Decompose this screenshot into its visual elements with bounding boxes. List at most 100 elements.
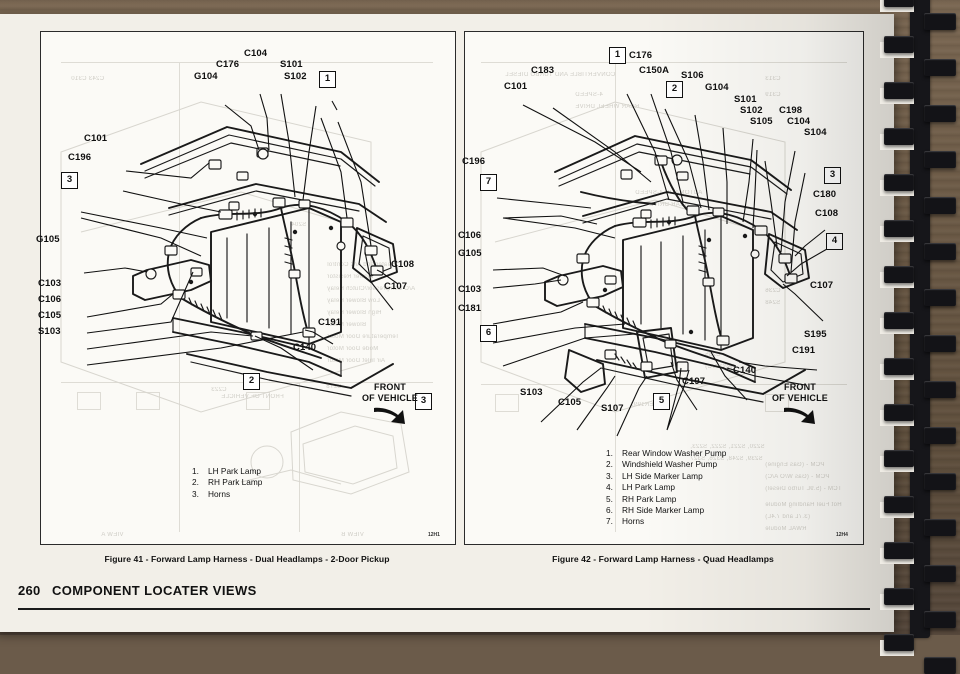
legend-item-number: 5. bbox=[606, 493, 613, 504]
callout-label-c104: C104 bbox=[244, 48, 268, 59]
figure-42-panel: CONVERTIBLE AND TURBO DIESEL 4-SPEED REA… bbox=[464, 31, 864, 545]
binding-tooth bbox=[924, 151, 956, 168]
legend-item: 5. RH Park Lamp bbox=[606, 494, 726, 505]
callout-label-c101: C101 bbox=[504, 81, 528, 92]
figure-42-line-art bbox=[480, 101, 810, 413]
callout-label-c181: C181 bbox=[458, 303, 482, 314]
binding-tooth bbox=[884, 174, 914, 191]
legend-item: 2. RH Park Lamp bbox=[192, 477, 262, 488]
legend-item: 1. LH Park Lamp bbox=[192, 466, 262, 477]
box-number-7: 7 bbox=[480, 174, 497, 191]
binding-tooth bbox=[884, 450, 914, 467]
callout-label-g104: G104 bbox=[705, 82, 729, 93]
figure-41-front-arrow-icon bbox=[374, 407, 405, 424]
figure-41-front-of-vehicle: FRONT OF VEHICLE bbox=[352, 382, 428, 403]
callout-label-c176: C176 bbox=[629, 50, 653, 61]
binding-tooth bbox=[924, 611, 956, 628]
binding-tooth bbox=[924, 335, 956, 352]
figure-42-front-arrow-icon bbox=[784, 407, 815, 424]
legend-item-number: 4. bbox=[606, 482, 613, 493]
legend-item-label: Horns bbox=[208, 488, 231, 499]
legend-item-label: Rear Window Washer Pump bbox=[622, 448, 727, 458]
binding-tooth bbox=[924, 381, 956, 398]
binding-tooth bbox=[884, 220, 914, 237]
legend-item-label: RH Park Lamp bbox=[208, 477, 263, 488]
page-number: 260 bbox=[18, 583, 41, 598]
binding-tooth bbox=[884, 358, 914, 375]
binding-tooth bbox=[924, 59, 956, 76]
legend-item: 3. Horns bbox=[192, 489, 262, 500]
binding-tooth bbox=[884, 0, 914, 7]
callout-label-s102: S102 bbox=[740, 105, 763, 116]
binding-tooth bbox=[924, 13, 956, 30]
front-label-line1-r: FRONT bbox=[784, 382, 816, 392]
figure-42-leader-lines bbox=[492, 93, 828, 437]
binding-tooth bbox=[884, 404, 914, 421]
legend-item: 1. Rear Window Washer Pump bbox=[606, 448, 726, 459]
callout-label-s102: S102 bbox=[284, 71, 307, 82]
legend-item-number: 1. bbox=[192, 466, 199, 476]
legend-item-number: 2. bbox=[606, 459, 613, 470]
box-number-2: 2 bbox=[666, 81, 683, 98]
legend-item-label: RH Park Lamp bbox=[622, 493, 677, 504]
figure-42-front-of-vehicle: FRONT OF VEHICLE bbox=[762, 382, 838, 403]
legend-item-label: RH Side Marker Lamp bbox=[622, 505, 705, 516]
callout-label-c108: C108 bbox=[391, 259, 415, 270]
footer-divider bbox=[18, 608, 870, 611]
legend-item-number: 6. bbox=[606, 505, 613, 516]
callout-label-c104: C104 bbox=[787, 116, 811, 127]
callout-label-c106: C106 bbox=[38, 294, 62, 305]
callout-label-c150a: C150A bbox=[639, 65, 670, 76]
front-label-line2-r: OF VEHICLE bbox=[771, 392, 828, 403]
legend-item: 7.Horns bbox=[606, 516, 726, 527]
callout-label-c140: C140 bbox=[733, 365, 757, 376]
binding-tooth bbox=[884, 542, 914, 559]
binding-tooth bbox=[924, 427, 956, 444]
binding-tooth bbox=[924, 565, 956, 582]
front-label-line1: FRONT bbox=[374, 382, 406, 392]
binding-tooth bbox=[924, 657, 956, 674]
callout-label-c191: C191 bbox=[318, 317, 342, 328]
binding-tooth bbox=[884, 312, 914, 329]
callout-label-c198: C198 bbox=[779, 105, 803, 116]
front-label-line2: OF VEHICLE bbox=[361, 392, 418, 403]
figure-41-leader-lines bbox=[80, 93, 399, 371]
callout-label-c107: C107 bbox=[810, 280, 834, 291]
legend-item-number: 1. bbox=[606, 448, 613, 458]
callout-label-c183: C183 bbox=[531, 65, 555, 76]
figure-41-legend: 1. LH Park Lamp 2. RH Park Lamp 3. Horns bbox=[192, 466, 262, 500]
legend-item-label: LH Park Lamp bbox=[208, 466, 262, 476]
callout-label-g105: G105 bbox=[36, 234, 60, 245]
figure-42-corner-number: 12H4 bbox=[836, 532, 848, 538]
box-number-5: 5 bbox=[653, 393, 670, 410]
legend-item-label: LH Side Marker Lamp bbox=[622, 470, 703, 481]
binding-tooth bbox=[924, 289, 956, 306]
legend-item-number: 3. bbox=[192, 488, 199, 499]
legend-item-label: Windshield Washer Pump bbox=[622, 459, 718, 470]
binding-tooth bbox=[884, 634, 914, 651]
callout-label-c176: C176 bbox=[216, 59, 240, 70]
binding-tooth bbox=[924, 519, 956, 536]
legend-item-number: 2. bbox=[192, 477, 199, 488]
legend-item-label: LH Park Lamp bbox=[622, 482, 676, 493]
callout-label-c105: C105 bbox=[38, 310, 62, 321]
callout-label-s106: S106 bbox=[681, 70, 704, 81]
figure-42-legend: 1. Rear Window Washer Pump 2. Windshield Wa… bbox=[606, 448, 726, 528]
binding-tooth bbox=[884, 82, 914, 99]
binding-tooth bbox=[884, 36, 914, 53]
callout-label-c106: C106 bbox=[458, 230, 482, 241]
callout-label-c107: C107 bbox=[384, 281, 408, 292]
callout-label-c101: C101 bbox=[84, 133, 108, 144]
box-number-3: 3 bbox=[61, 172, 78, 189]
legend-item-label: Horns bbox=[622, 516, 645, 527]
callout-label-s195: S195 bbox=[804, 329, 827, 340]
figure-41-panel: C243 C310 C311 Heater and A/C Control Bl… bbox=[40, 31, 456, 545]
binding-tooth bbox=[884, 496, 914, 513]
binding-tooth bbox=[924, 197, 956, 214]
callout-label-s104: S104 bbox=[804, 127, 827, 138]
callout-label-g104: G104 bbox=[194, 71, 218, 82]
binding-tooth bbox=[924, 243, 956, 260]
binding-tooth bbox=[884, 266, 914, 283]
box-number-4: 4 bbox=[826, 233, 843, 250]
figure-42-caption: Figure 42 - Forward Lamp Harness - Quad … bbox=[552, 554, 774, 564]
